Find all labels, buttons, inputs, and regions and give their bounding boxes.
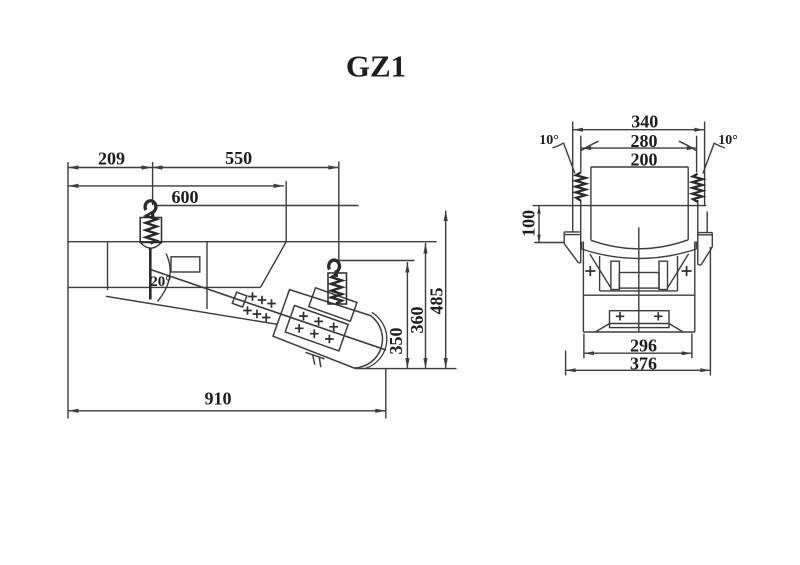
svg-text:296: 296 (630, 335, 657, 355)
svg-text:280: 280 (631, 131, 658, 151)
svg-text:209: 209 (98, 149, 125, 169)
svg-text:10°: 10° (539, 133, 559, 148)
svg-text:550: 550 (225, 148, 252, 168)
svg-text:360: 360 (407, 307, 427, 334)
svg-text:910: 910 (205, 389, 232, 409)
svg-text:GZ1: GZ1 (346, 49, 406, 84)
svg-text:485: 485 (427, 288, 447, 315)
svg-text:20°: 20° (150, 274, 171, 290)
svg-text:200: 200 (631, 150, 658, 170)
svg-text:100: 100 (519, 210, 539, 237)
svg-text:10°: 10° (718, 133, 738, 148)
svg-text:600: 600 (172, 187, 199, 207)
svg-text:376: 376 (630, 353, 657, 373)
svg-text:350: 350 (386, 328, 406, 355)
svg-text:340: 340 (631, 112, 658, 132)
